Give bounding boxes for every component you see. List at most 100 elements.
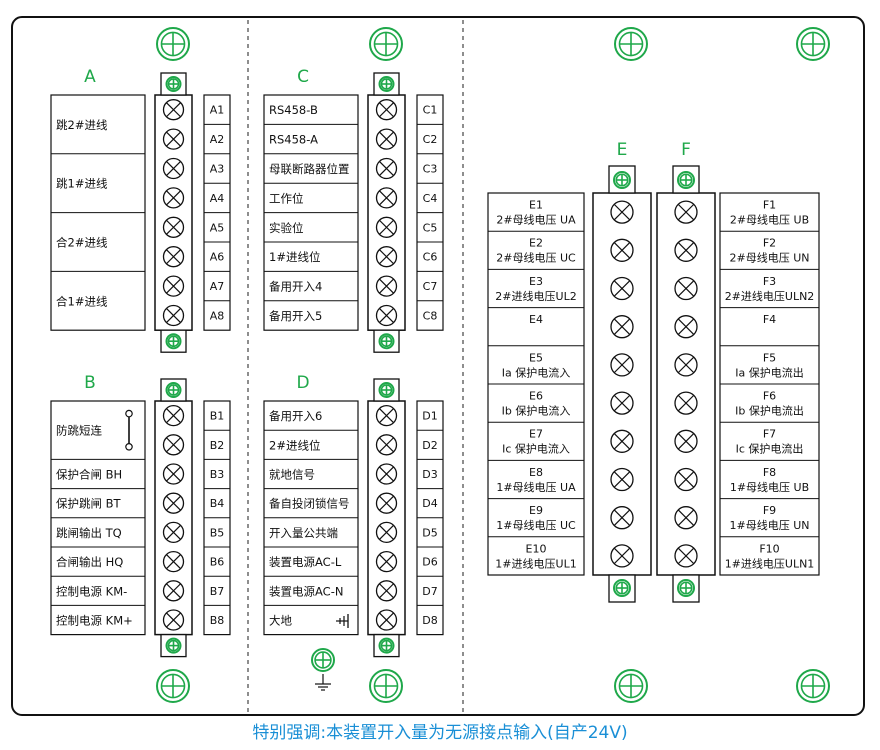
- terminal-id: E8: [529, 466, 543, 479]
- terminal-screw-icon: [610, 200, 634, 224]
- terminal-label: 备自投闭锁信号: [269, 497, 350, 511]
- terminal-label: RS458-B: [269, 103, 318, 117]
- mounting-hole-icon: [156, 27, 190, 61]
- terminal-label: 1#母线电压 UB: [730, 480, 809, 494]
- mounting-hole-icon: [156, 669, 190, 703]
- terminal-label: 1#母线电压 UN: [730, 518, 810, 532]
- terminal-id: B1: [210, 410, 225, 423]
- terminal-screw-icon: [674, 467, 698, 492]
- terminal-label: 2#母线电压 UB: [730, 213, 809, 227]
- earth-terminal-icon: [336, 614, 349, 628]
- terminal-id: E1: [529, 198, 543, 211]
- terminal-screw-icon: [610, 353, 634, 377]
- terminal-label: 防跳短连: [56, 424, 102, 438]
- terminal-screw-icon: [674, 238, 698, 262]
- terminal-label: Ia 保护电流入: [502, 365, 570, 379]
- terminal-screw-icon: [610, 467, 634, 492]
- terminal-id: A6: [210, 251, 225, 264]
- terminal-screw-icon: [375, 492, 398, 514]
- terminal-id: C1: [423, 104, 438, 117]
- terminal-screw-icon: [610, 238, 634, 262]
- terminal-screw-icon: [375, 580, 398, 602]
- terminal-id: C2: [423, 133, 438, 146]
- terminal-label: 工作位: [269, 191, 304, 205]
- terminal-id: D3: [422, 468, 437, 481]
- terminal-id: D5: [422, 526, 437, 539]
- terminal-label: 跳闸输出 TQ: [56, 526, 122, 540]
- terminal-id: E3: [529, 275, 543, 288]
- terminal-label: 2#母线电压 UC: [496, 251, 576, 265]
- mounting-hole-icon: [378, 333, 395, 350]
- terminal-screw-icon: [162, 304, 185, 327]
- terminal-screw-icon: [162, 157, 185, 180]
- terminal-screw-icon: [375, 550, 398, 573]
- terminal-screw-icon: [162, 550, 185, 573]
- terminal-id: E9: [529, 504, 543, 517]
- group-letter: D: [296, 373, 309, 393]
- mounting-hole-icon: [165, 333, 182, 350]
- group-letter: C: [297, 67, 309, 87]
- terminal-id: D8: [422, 614, 437, 627]
- mounting-hole-icon: [614, 669, 648, 703]
- terminal-label: 2#母线电压 UA: [496, 213, 576, 227]
- terminal-id: D2: [422, 439, 437, 452]
- terminal-label: 控制电源 KM+: [56, 614, 133, 628]
- terminal-screw-icon: [375, 304, 398, 327]
- terminal-id: D7: [422, 585, 437, 598]
- terminal-label: 跳1#进线: [56, 177, 108, 191]
- terminal-label: Ic 保护电流出: [736, 442, 804, 456]
- mounting-hole-icon: [165, 637, 182, 654]
- terminal-label: 备用开入4: [269, 280, 322, 294]
- terminal-screw-icon: [674, 506, 698, 530]
- terminal-id: A3: [210, 163, 225, 176]
- terminal-label: 备用开入6: [269, 409, 322, 423]
- terminal-screw-icon: [375, 521, 398, 544]
- terminal-id: F1: [763, 198, 776, 211]
- terminal-screw-icon: [162, 463, 185, 485]
- terminal-label: 2#进线位: [269, 438, 320, 452]
- terminal-id: B5: [210, 526, 225, 539]
- terminal-screw-icon: [610, 506, 634, 530]
- mounting-hole-icon: [613, 579, 631, 597]
- terminal-screw-icon: [162, 404, 185, 427]
- mounting-hole-icon: [369, 27, 403, 61]
- terminal-screw-icon: [162, 99, 185, 121]
- terminal-screw-icon: [162, 492, 185, 514]
- group-letter: B: [84, 373, 96, 393]
- terminal-label: 开入量公共端: [269, 526, 338, 540]
- terminal-screw-icon: [610, 391, 634, 415]
- terminal-screw-icon: [375, 404, 398, 427]
- group-letter: F: [681, 140, 691, 160]
- terminal-id: F10: [759, 542, 779, 555]
- terminal-id: B3: [210, 468, 225, 481]
- terminal-label: Ia 保护电流出: [735, 365, 803, 379]
- terminal-label: RS458-A: [269, 133, 318, 147]
- terminal-label: 保护跳闸 BT: [56, 497, 122, 511]
- terminal-label: 2#母线电压 UN: [730, 251, 810, 265]
- footer-note: 特别强调:本装置开入量为无源接点输入(自产24V): [252, 723, 628, 743]
- terminal-wiring-diagram: AA1A2A3A4A5A6A7A8跳2#进线跳1#进线合2#进线合1#进线BB1…: [11, 16, 865, 716]
- terminal-id: F4: [763, 313, 776, 326]
- terminal-screw-icon: [162, 609, 185, 631]
- terminal-screw-icon: [375, 128, 398, 150]
- terminal-id: A5: [210, 221, 225, 234]
- terminal-id: B6: [210, 556, 225, 569]
- terminal-id: F9: [763, 504, 776, 517]
- terminal-label: 保护合闸 BH: [56, 468, 122, 482]
- mounting-hole-icon: [165, 76, 182, 92]
- terminal-screw-icon: [674, 429, 698, 453]
- terminal-id: A7: [210, 280, 225, 293]
- terminal-screw-icon: [162, 187, 185, 209]
- terminal-screw-icon: [162, 275, 185, 297]
- terminal-id: E5: [529, 351, 543, 364]
- terminal-id: A4: [210, 192, 225, 205]
- terminal-id: B2: [210, 439, 225, 452]
- terminal-id: D1: [422, 410, 437, 423]
- terminal-label: 控制电源 KM-: [56, 584, 127, 598]
- terminal-id: E6: [529, 389, 543, 402]
- terminal-id: F5: [763, 351, 776, 364]
- terminal-screw-icon: [162, 434, 185, 456]
- terminal-id: B7: [210, 585, 225, 598]
- terminal-label: 装置电源AC-N: [269, 584, 343, 598]
- terminal-id: F8: [763, 466, 776, 479]
